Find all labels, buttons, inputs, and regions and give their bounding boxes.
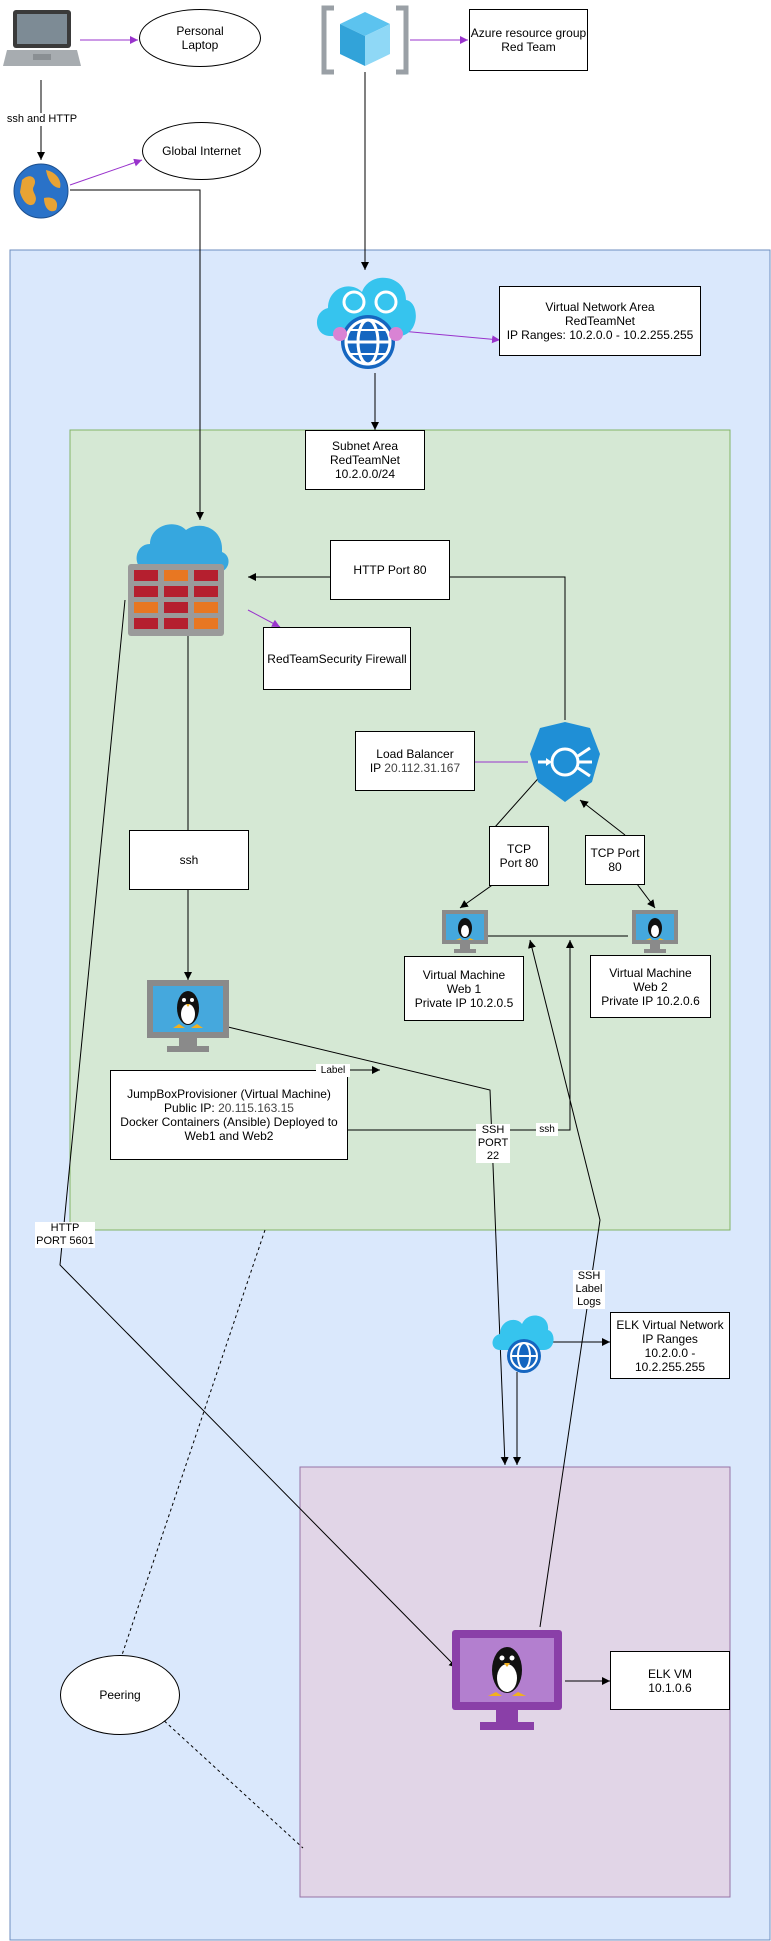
edge-label-ssh-label-logs: SSH Label Logs xyxy=(573,1270,605,1309)
vnet-ip-range: IP Ranges: 10.2.0.0 - 10.2.255.255 xyxy=(506,328,694,342)
load-balancer-icon xyxy=(530,722,600,802)
elk-vm-icon xyxy=(452,1630,562,1730)
elk-network-ip-start: 10.2.0.0 - xyxy=(644,1345,696,1360)
edge-lb-web2 xyxy=(636,883,656,909)
jumpbox-node: JumpBoxProvisioner (Virtual Machine) Pub… xyxy=(110,1070,348,1160)
jumpbox-docker-line: Docker Containers (Ansible) Deployed to xyxy=(120,1115,338,1129)
jumpbox-ip-line: Public IP: 20.115.163.15 xyxy=(164,1101,294,1115)
resource-group-node: Azure resource group Red Team xyxy=(469,9,588,71)
jumpbox-web-line: Web1 and Web2 xyxy=(184,1129,274,1143)
edge-globe-firewall xyxy=(70,189,204,520)
cube-icon xyxy=(321,5,409,75)
elk-cloud-network-icon xyxy=(492,1315,554,1373)
vnet-name: RedTeamNet xyxy=(564,314,636,328)
elk-network-node: ELK Virtual Network IP Ranges 10.2.0.0 -… xyxy=(610,1312,730,1379)
edge-label-label: Label xyxy=(316,1064,350,1077)
web1-node: Virtual Machine Web 1 Private IP 10.2.0.… xyxy=(404,956,524,1021)
elk-network-ip-end: 10.2.255.255 xyxy=(634,1359,706,1374)
edge-label-ssh-http: ssh and HTTP xyxy=(3,113,81,126)
edge-elk-web-logs xyxy=(528,939,601,1628)
tcp-port-80-right-node: TCP Port 80 xyxy=(585,835,645,885)
http-port-80-node: HTTP Port 80 xyxy=(330,540,450,600)
load-balancer-node: Load Balancer IP 20.112.31.167 xyxy=(355,731,475,791)
peering-line-upper xyxy=(121,1229,266,1656)
vnet-title: Virtual Network Area xyxy=(545,300,655,314)
lb-ip-prefix: IP xyxy=(369,761,385,775)
linux-vm-small-icon xyxy=(632,910,678,953)
edge-globe-internet xyxy=(69,158,143,186)
edge-firewall-elk-http5601 xyxy=(59,599,458,1669)
jumpbox-ip-prefix: Public IP: xyxy=(164,1101,219,1115)
lb-ip-value: 20.112.31.167 xyxy=(384,761,461,775)
edge-label-ssh: ssh xyxy=(536,1123,558,1136)
edge-label-http-5601: HTTP PORT 5601 xyxy=(35,1222,95,1248)
lb-ip-line: IP 20.112.31.167 xyxy=(370,761,460,775)
web2-node: Virtual Machine Web 2 Private IP 10.2.0.… xyxy=(590,955,711,1018)
elk-network-ip-label: IP Ranges xyxy=(642,1331,698,1346)
jumpbox-ip-value: 20.115.163.15 xyxy=(218,1101,294,1115)
elk-network-title: ELK Virtual Network xyxy=(616,1317,724,1332)
edge-label-ssh-port-22: SSH PORT 22 xyxy=(476,1124,510,1163)
firewall-node: RedTeamSecurity Firewall xyxy=(263,627,411,690)
cloud-network-icon xyxy=(316,277,416,369)
peering-line-lower xyxy=(159,1716,304,1849)
vnet-node: Virtual Network Area RedTeamNet IP Range… xyxy=(499,286,701,356)
ssh-node: ssh xyxy=(129,830,249,890)
global-internet-node: Global Internet xyxy=(142,122,261,180)
personal-laptop-node: Personal Laptop xyxy=(139,9,261,67)
lb-title: Load Balancer xyxy=(376,747,454,761)
linux-vm-icon xyxy=(147,980,229,1052)
laptop-icon xyxy=(3,10,81,66)
linux-vm-small-icon xyxy=(442,910,488,953)
jumpbox-title: JumpBoxProvisioner (Virtual Machine) xyxy=(127,1087,331,1101)
peering-node: Peering xyxy=(60,1655,180,1735)
subnet-node: Subnet Area RedTeamNet 10.2.0.0/24 xyxy=(305,430,425,490)
globe-icon xyxy=(13,163,69,219)
edge-firewall-label xyxy=(247,609,281,628)
tcp-port-80-left-node: TCP Port 80 xyxy=(489,826,549,886)
edge-web2-lb xyxy=(579,799,626,836)
edge-jumpbox-ssh-web2 xyxy=(348,940,574,1131)
firewall-icon xyxy=(128,524,229,636)
elk-vm-node: ELK VM 10.1.0.6 xyxy=(610,1651,730,1710)
